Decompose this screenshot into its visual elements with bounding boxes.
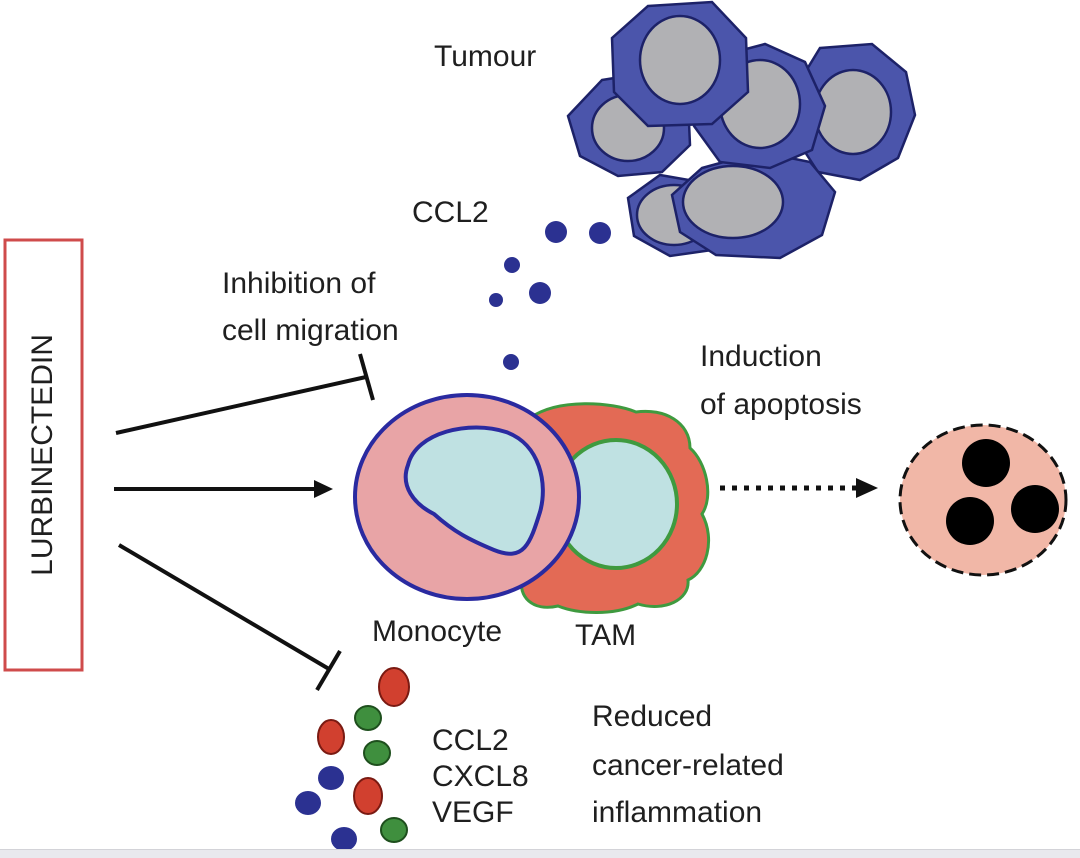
cytokine-red-dot: [378, 667, 410, 707]
inflammation-line1: Reduced: [592, 700, 712, 733]
cytokine-label-cxcl8: CXCL8: [432, 760, 529, 793]
ccl2-dot: [503, 354, 519, 370]
apoptotic-body: [1011, 485, 1059, 533]
cytokine-green-dot: [363, 740, 391, 766]
apoptotic-body: [946, 497, 994, 545]
inhibition-arrow-top: [115, 353, 375, 435]
tumour-label: Tumour: [434, 40, 536, 73]
cytokine-labels: CCL2 CXCL8 VEGF: [432, 724, 537, 829]
activation-arrow: [114, 480, 333, 498]
ccl2-dot: [589, 222, 611, 244]
inflammation-line2: cancer-related: [592, 749, 784, 782]
ccl2-dot: [504, 257, 520, 273]
tam-label: TAM: [575, 619, 636, 652]
ccl2-dots: [489, 221, 611, 370]
drug-box: LURBINECTEDIN: [3, 238, 84, 672]
cytokine-green-dot: [354, 705, 382, 731]
monocyte-label: Monocyte: [372, 615, 502, 648]
tumour-cell: [610, 0, 750, 128]
cytokine-blue-dot: [295, 791, 321, 815]
inflammation-line3: inflammation: [592, 796, 762, 829]
ccl2-label: CCL2: [412, 196, 489, 229]
cytokine-dots: [295, 667, 410, 851]
tumour-cell: [670, 150, 837, 260]
cytokine-label-vegf: VEGF: [432, 796, 514, 829]
ccl2-dot: [529, 282, 551, 304]
apoptosis-label: Induction of apoptosis: [700, 340, 862, 421]
bottom-divider: [0, 849, 1080, 858]
ccl2-dot: [545, 221, 567, 243]
ccl2-dot: [489, 293, 503, 307]
monocyte-cell: [353, 393, 581, 601]
apoptosis-line2: of apoptosis: [700, 388, 862, 421]
apoptosis-line1: Induction: [700, 340, 822, 373]
inflammation-label: Reduced cancer-related inflammation: [592, 700, 792, 829]
apoptotic-body: [962, 439, 1010, 487]
cytokine-blue-dot: [318, 766, 344, 790]
migration-line1: Inhibition of: [222, 267, 376, 300]
tumour-cluster: [566, 0, 917, 260]
apoptotic-cell: [898, 423, 1068, 577]
monocyte-nucleus: [403, 425, 545, 556]
cytokine-blue-dot: [331, 827, 357, 851]
cytokine-red-dot: [317, 719, 345, 755]
cytokine-label-ccl2: CCL2: [432, 724, 509, 757]
cytokine-red-dot: [353, 777, 383, 815]
drug-box-border: [3, 238, 84, 672]
inhibition-arrow-bottom: [117, 543, 342, 692]
apoptosis-dotted-arrow: [720, 478, 878, 498]
migration-label: Inhibition of cell migration: [222, 267, 399, 347]
migration-line2: cell migration: [222, 314, 399, 347]
cytokine-green-dot: [380, 817, 408, 843]
drug-label: LURBINECTEDIN: [26, 334, 59, 576]
